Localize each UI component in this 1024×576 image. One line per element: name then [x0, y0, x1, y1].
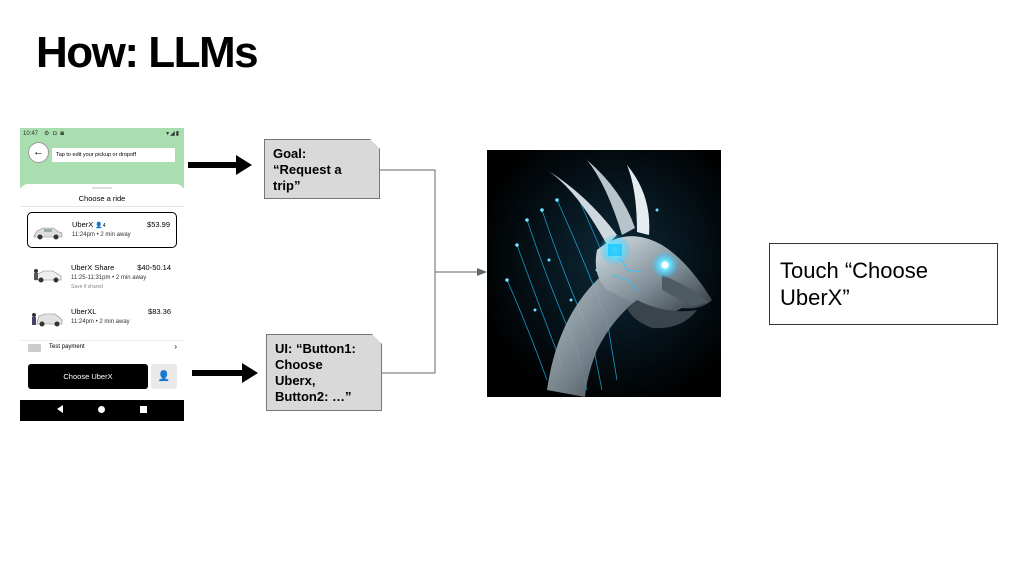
map-area: 10:47 ⚙ ◘ ◙ ▾◢▮ ← Tap to edit your picku…	[20, 128, 184, 188]
nav-back-icon[interactable]	[57, 405, 63, 413]
credit-card-icon	[28, 344, 41, 352]
arrow-phone-to-goal	[188, 155, 252, 175]
arrow-phone-to-ui	[192, 363, 258, 383]
ride-price: $40-50.14	[137, 263, 171, 272]
back-arrow-icon[interactable]: ←	[28, 142, 49, 163]
schedule-ride-icon[interactable]: 👤	[151, 364, 177, 389]
divider	[20, 206, 184, 207]
goal-callout: Goal: “Request a trip”	[264, 139, 380, 199]
ride-eta: 11:25-11:31pm • 2 min away	[71, 275, 147, 281]
status-time: 10:47	[23, 131, 39, 137]
slide-title: How: LLMs	[36, 28, 259, 77]
status-bar: 10:47 ⚙ ◘ ◙ ▾◢▮	[20, 128, 184, 140]
nav-home-icon[interactable]	[98, 406, 105, 413]
ui-callout: UI: “Button1: Choose Uberx, Button2: …”	[266, 334, 382, 411]
goal-text: Goal: “Request a trip”	[273, 146, 342, 193]
nav-recents-icon[interactable]	[140, 406, 147, 413]
chevron-right-icon: ›	[174, 342, 177, 351]
ride-price: $83.36	[148, 307, 171, 316]
connector-arrowhead	[477, 268, 487, 276]
payment-label: Test payment	[49, 344, 85, 350]
car-icon	[33, 227, 63, 240]
car-share-icon	[34, 269, 62, 283]
dragon-illustration	[487, 150, 721, 397]
ui-text: UI: “Button1: Choose Uberx, Button2: …”	[275, 341, 356, 404]
choose-uberx-button[interactable]: Choose UberX	[28, 364, 148, 389]
person-icon: 👤	[95, 222, 103, 229]
sheet-handle[interactable]	[92, 187, 112, 189]
ride-name: UberXL	[71, 307, 97, 316]
payment-row[interactable]: Test payment ›	[20, 340, 184, 355]
pickup-field[interactable]: Tap to edit your pickup or dropoff	[52, 148, 175, 162]
android-nav-bar	[20, 400, 184, 421]
ride-option-uberx-share[interactable]: UberX Share $40-50.14 11:25-11:31pm • 2 …	[27, 256, 177, 292]
ride-option-uberx[interactable]: UberX 👤4 $53.99 11:24pm • 2 min away	[27, 212, 177, 248]
ride-eta: 11:24pm • 2 min away	[71, 319, 130, 325]
notification-icons: ⚙ ◘ ◙	[44, 131, 65, 137]
ride-name: UberX 👤4	[72, 220, 106, 229]
output-action-box: Touch “Choose UberX”	[769, 243, 998, 325]
sheet-title: Choose a ride	[78, 194, 126, 203]
suv-icon	[32, 313, 63, 327]
ride-name: UberX Share	[71, 263, 115, 272]
llm-dragon-image	[487, 150, 721, 397]
ride-seats: 4	[102, 223, 106, 229]
ride-eta: 11:24pm • 2 min away	[72, 232, 131, 238]
ride-option-uberxl[interactable]: UberXL $83.36 11:24pm • 2 min away	[27, 300, 177, 336]
connector-to-llm	[380, 169, 480, 374]
ride-note: Save if shared	[71, 284, 103, 290]
phone-screenshot: 10:47 ⚙ ◘ ◙ ▾◢▮ ← Tap to edit your picku…	[20, 128, 184, 421]
ride-price: $53.99	[147, 220, 170, 229]
signal-battery-icons: ▾◢▮	[166, 131, 180, 137]
